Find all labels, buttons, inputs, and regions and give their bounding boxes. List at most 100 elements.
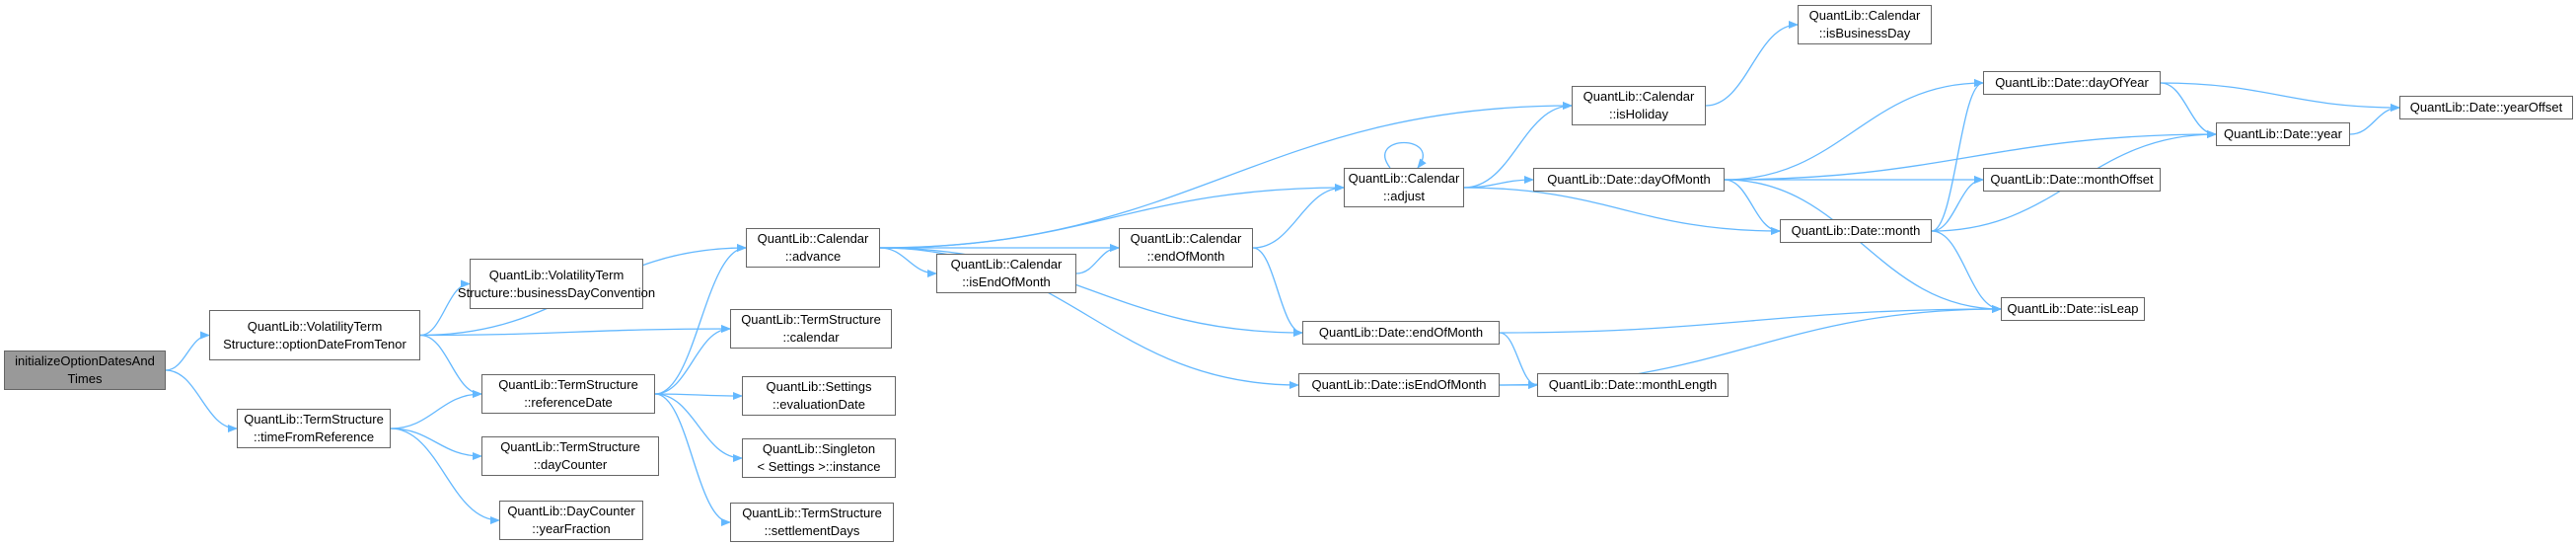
graph-node-quantlib-date-endofmonth[interactable]: QuantLib::Date::endOfMonth — [1302, 321, 1500, 345]
graph-node-label: ::calendar — [782, 330, 840, 345]
graph-node-quantlib-settings-evaluationdate[interactable]: QuantLib::Settings::evaluationDate — [742, 376, 896, 416]
graph-edge-n11-to-n12 — [1463, 102, 1573, 189]
graph-node-quantlib-termstructure-daycounter[interactable]: QuantLib::TermStructure::dayCounter — [481, 436, 659, 476]
graph-edge-n24-to-n25 — [1931, 230, 2002, 313]
graph-node-quantlib-date-monthlength[interactable]: QuantLib::Date::monthLength — [1537, 373, 1729, 397]
graph-edge-n0-to-n1 — [165, 331, 210, 371]
graph-node-label: QuantLib::Date::monthOffset — [1990, 172, 2154, 187]
graph-edge-n10-to-n11 — [1252, 184, 1345, 249]
graph-node-label: ::settlementDays — [764, 523, 860, 538]
graph-edge-n2-to-n6 — [390, 390, 482, 429]
graph-edge-n3-to-n15 — [879, 247, 1303, 337]
graph-node-quantlib-date-month[interactable]: QuantLib::Date::month — [1780, 219, 1932, 243]
graph-edge-n6-to-n3 — [654, 244, 747, 395]
graph-node-quantlib-date-yearoffset[interactable]: QuantLib::Date::yearOffset — [2399, 96, 2573, 119]
graph-node-label: ::dayCounter — [533, 457, 608, 472]
graph-node-quantlib-date-isendofmonth[interactable]: QuantLib::Date::isEndOfMonth — [1298, 373, 1500, 397]
graph-edge-n15-to-n26 — [1499, 332, 1538, 389]
graph-node-quantlib-calendar-isholiday[interactable]: QuantLib::Calendar::isHoliday — [1572, 86, 1706, 125]
graph-node-quantlib-date-isleap[interactable]: QuantLib::Date::isLeap — [2001, 297, 2145, 321]
graph-node-label: ::isHoliday — [1609, 107, 1668, 121]
graph-node-label: ::advance — [784, 249, 842, 264]
graph-node-label: QuantLib::Date::isLeap — [2007, 301, 2139, 316]
graph-node-quantlib-termstructure-calendar[interactable]: QuantLib::TermStructure::calendar — [730, 309, 892, 349]
graph-edge-n3-to-n9 — [879, 247, 937, 277]
graph-edge-n0-to-n2 — [165, 369, 238, 432]
graph-node-label: QuantLib::Calendar — [1808, 8, 1921, 23]
graph-node-quantlib-singleton-settings-instance[interactable]: QuantLib::Singleton< Settings >::instanc… — [742, 438, 896, 478]
graph-node-quantlib-calendar-adjust[interactable]: QuantLib::Calendar::adjust — [1344, 168, 1464, 207]
graph-node-label: QuantLib::Singleton — [762, 441, 876, 456]
graph-node-label: Structure::optionDateFromTenor — [223, 336, 406, 351]
graph-edge-n14-to-n25 — [1724, 179, 2002, 313]
graph-edge-n14-to-n21 — [1724, 130, 2217, 181]
graph-node-quantlib-termstructure-settlementdays[interactable]: QuantLib::TermStructure::settlementDays — [730, 503, 894, 542]
graph-node-label: ::evaluationDate — [773, 397, 865, 412]
graph-edge-n24-to-n23 — [1931, 176, 1984, 232]
graph-node-label: Times — [67, 371, 103, 386]
graph-node-label: ::endOfMonth — [1146, 249, 1225, 264]
graph-edge-n3-to-n11 — [879, 184, 1345, 249]
graph-node-quantlib-date-dayofyear[interactable]: QuantLib::Date::dayOfYear — [1983, 71, 2161, 95]
graph-node-label: QuantLib::Date::monthLength — [1548, 377, 1718, 392]
graph-node-label: QuantLib::VolatilityTerm — [247, 318, 383, 334]
graph-node-quantlib-calendar-isendofmonth[interactable]: QuantLib::Calendar::isEndOfMonth — [936, 254, 1076, 293]
graph-node-label: initializeOptionDatesAnd — [15, 353, 155, 368]
graph-edge-n2-to-n8 — [390, 428, 500, 524]
graph-node-label: QuantLib::TermStructure — [742, 506, 882, 520]
graph-node-label: QuantLib::Date::isEndOfMonth — [1311, 377, 1487, 392]
graph-node-quantlib-date-dayofmonth[interactable]: QuantLib::Date::dayOfMonth — [1533, 168, 1725, 192]
graph-node-label: ::isBusinessDay — [1818, 26, 1911, 40]
graph-node-label: ::isEndOfMonth — [962, 274, 1051, 289]
graph-node-label: ::adjust — [1383, 189, 1425, 203]
graph-node-label: QuantLib::TermStructure — [741, 312, 881, 327]
graph-edge-n12-to-n13 — [1705, 21, 1799, 107]
graph-node-label: Structure::businessDayConvention — [457, 284, 656, 300]
graph-edge-n9-to-n10 — [1075, 244, 1120, 274]
graph-node-label: QuantLib::Date::year — [2224, 126, 2342, 141]
graph-node-label: QuantLib::TermStructure — [498, 377, 638, 392]
graph-node-label: QuantLib::Date::month — [1791, 223, 1921, 238]
graph-edge-n1-to-n4 — [419, 279, 471, 337]
graph-edge-n11-to-n24 — [1463, 187, 1781, 235]
graph-node-label: < Settings >::instance — [757, 459, 881, 474]
graph-node-quantlib-calendar-advance[interactable]: QuantLib::Calendar::advance — [746, 228, 880, 268]
graph-edge-n2-to-n7 — [390, 428, 482, 460]
graph-node-quantlib-calendar-isbusinessday[interactable]: QuantLib::Calendar::isBusinessDay — [1798, 5, 1932, 44]
graph-node-quantlib-date-year[interactable]: QuantLib::Date::year — [2216, 122, 2350, 146]
graph-node-label: QuantLib::Calendar — [950, 257, 1063, 272]
graph-node-quantlib-calendar-endofmonth[interactable]: QuantLib::Calendar::endOfMonth — [1119, 228, 1253, 268]
graph-edge-n3-to-n12 — [879, 102, 1573, 249]
graph-edge-n14-to-n24 — [1724, 179, 1781, 235]
graph-node-label: ::yearFraction — [532, 521, 611, 536]
graph-edge-n1-to-n5 — [419, 325, 731, 337]
graph-edge-n20-to-n22 — [2160, 82, 2400, 112]
graph-edge-n1-to-n6 — [419, 334, 482, 398]
graph-edge-n24-to-n20 — [1931, 79, 1984, 232]
graph-node-label: QuantLib::TermStructure — [500, 439, 640, 454]
graph-node-label: QuantLib::Date::endOfMonth — [1318, 325, 1484, 340]
graph-node-label: QuantLib::Settings — [766, 379, 872, 394]
graph-node-quantlib-daycounter-yearfraction[interactable]: QuantLib::DayCounter::yearFraction — [499, 501, 643, 540]
graph-edge-n6-to-n19 — [654, 393, 731, 526]
graph-node-label: QuantLib::Calendar — [1348, 171, 1460, 186]
graph-edge-n11-to-n11 — [1384, 142, 1427, 169]
graph-node-label: ::timeFromReference — [253, 429, 375, 444]
graph-node-label: QuantLib::DayCounter — [507, 504, 635, 518]
graph-node-quantlib-date-monthoffset[interactable]: QuantLib::Date::monthOffset — [1983, 168, 2161, 192]
graph-node-label: QuantLib::Calendar — [1130, 231, 1242, 246]
graph-edge-n20-to-n21 — [2160, 82, 2217, 138]
graph-node-label: QuantLib::VolatilityTerm — [488, 267, 625, 282]
graph-node-label: QuantLib::Date::dayOfYear — [1995, 75, 2149, 90]
graph-node-quantlib-termstructure-referencedate[interactable]: QuantLib::TermStructure::referenceDate — [481, 374, 655, 414]
graph-node-label: QuantLib::Date::dayOfMonth — [1547, 172, 1711, 187]
graph-node-quantlib-termstructure-timefromreference[interactable]: QuantLib::TermStructure::timeFromReferen… — [237, 409, 391, 448]
graph-edge-n14-to-n20 — [1724, 79, 1984, 181]
graph-edge-n6-to-n18 — [654, 393, 743, 462]
graph-edge-n6-to-n17 — [654, 391, 743, 400]
